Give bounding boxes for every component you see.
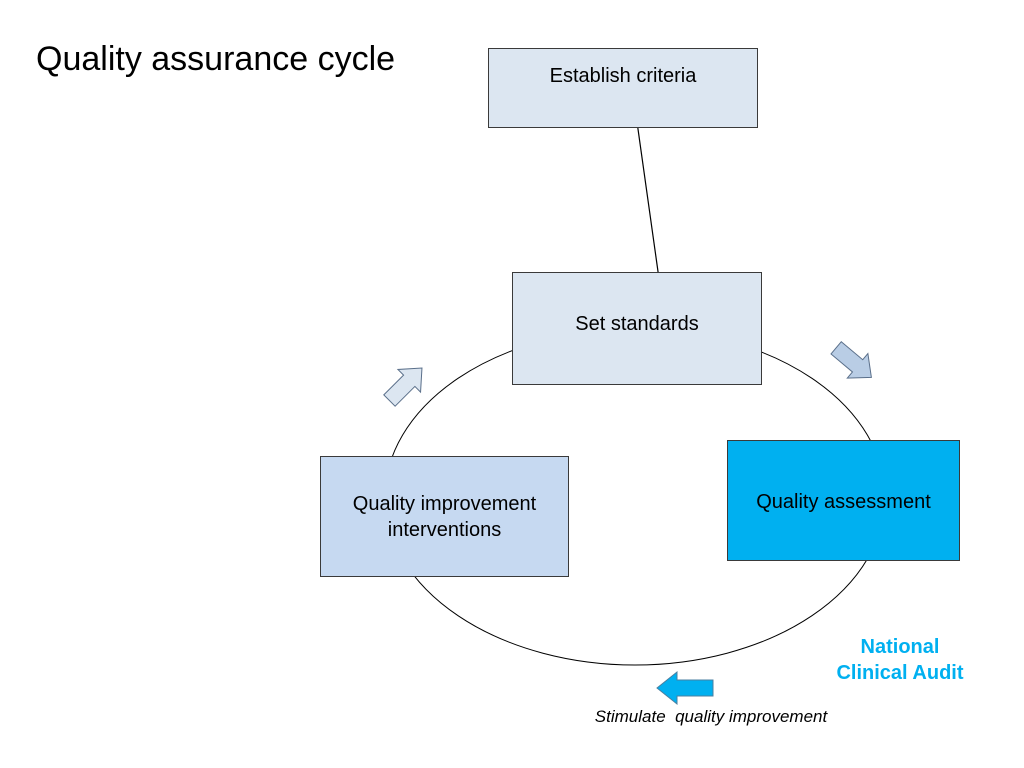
stimulate-caption: Stimulate quality improvement	[556, 707, 866, 727]
quality-improvement-box: Quality improvement interventions	[320, 456, 569, 577]
set-standards-label: Set standards	[575, 312, 699, 335]
national-clinical-audit-callout: National Clinical Audit	[820, 634, 980, 686]
block-arrow-down-right	[830, 341, 872, 379]
quality-assessment-box: Quality assessment	[727, 440, 960, 561]
callout-line1: National	[860, 636, 940, 658]
callout-line2: Clinical Audit	[836, 662, 964, 684]
criteria-to-standards-arrow	[636, 121, 666, 302]
block-arrow-left	[656, 670, 714, 706]
quality-improvement-label-line1: Quality improvement	[352, 492, 537, 515]
establish-criteria-label: Establish criteria	[549, 65, 697, 87]
establish-criteria-box: Establish criteria	[488, 48, 758, 128]
quality-assessment-label: Quality assessment	[756, 491, 931, 513]
stimulate-caption-text: Stimulate quality improvement	[594, 707, 828, 726]
set-standards-box: Set standards	[512, 272, 762, 385]
page-title: Quality assurance cycle	[36, 40, 396, 78]
block-arrow-up-right	[383, 367, 423, 407]
quality-improvement-label-line2: interventions	[387, 518, 502, 541]
